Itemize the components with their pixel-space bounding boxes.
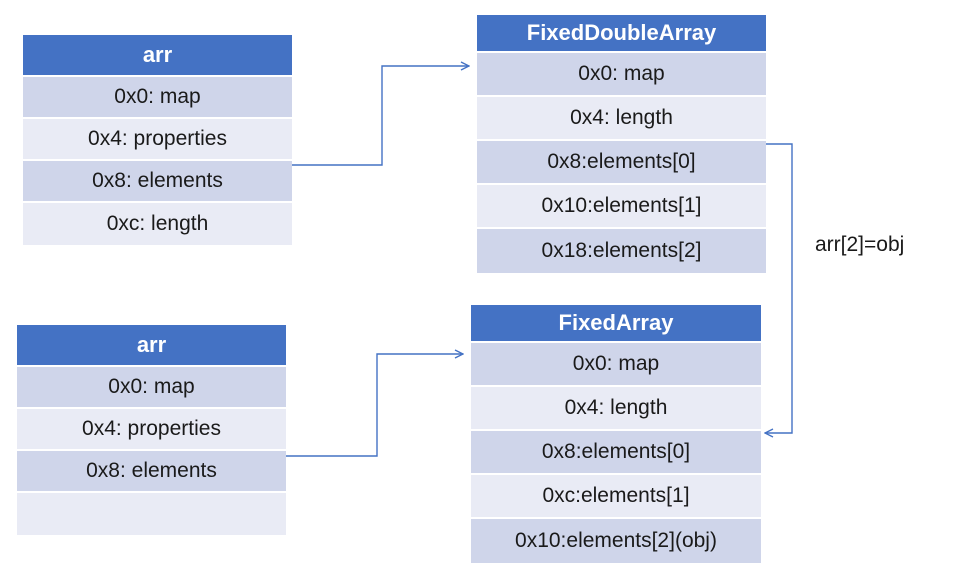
top-elements-pointer-arrow [292,66,469,166]
fixed-array-table: FixedArray 0x0: map 0x4: length 0x8:elem… [471,305,761,563]
bottom-arr-row-elements: 0x8: elements [17,451,286,493]
fda-row-map: 0x0: map [477,53,766,97]
fa-row-length: 0x4: length [471,387,761,431]
top-arr-table: arr 0x0: map 0x4: properties 0x8: elemen… [23,35,292,245]
fa-row-elements-1: 0xc:elements[1] [471,475,761,519]
transition-label: arr[2]=obj [815,233,905,256]
fda-row-length: 0x4: length [477,97,766,141]
bottom-arr-row-empty [17,493,286,535]
top-arr-row-map: 0x0: map [23,77,292,119]
fda-row-elements-0: 0x8:elements[0] [477,141,766,185]
fixed-array-title: FixedArray [471,305,761,343]
fa-row-elements-2-obj: 0x10:elements[2](obj) [471,519,761,563]
top-arr-title: arr [23,35,292,77]
transition-arrow [765,143,793,433]
fixed-double-array-title: FixedDoubleArray [477,15,766,53]
top-arr-row-properties: 0x4: properties [23,119,292,161]
bottom-arr-title: arr [17,325,286,367]
bottom-elements-pointer-arrow [286,354,463,457]
top-arr-row-length: 0xc: length [23,203,292,245]
fixed-double-array-table: FixedDoubleArray 0x0: map 0x4: length 0x… [477,15,766,273]
top-arr-row-elements: 0x8: elements [23,161,292,203]
fda-row-elements-1: 0x10:elements[1] [477,185,766,229]
fa-row-map: 0x0: map [471,343,761,387]
bottom-arr-row-properties: 0x4: properties [17,409,286,451]
fa-row-elements-0: 0x8:elements[0] [471,431,761,475]
fda-row-elements-2: 0x18:elements[2] [477,229,766,273]
bottom-arr-table: arr 0x0: map 0x4: properties 0x8: elemen… [17,325,286,535]
bottom-arr-row-map: 0x0: map [17,367,286,409]
